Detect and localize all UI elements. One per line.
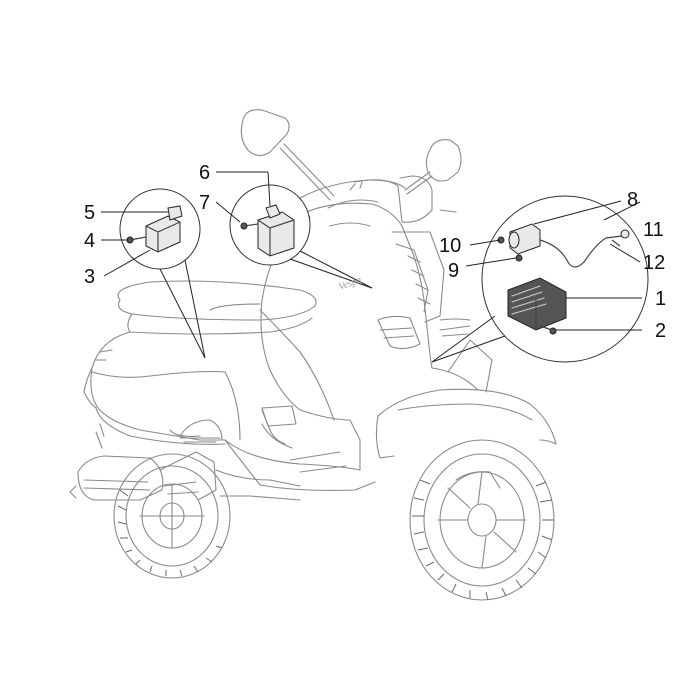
callout-number-9: 9 bbox=[448, 260, 459, 282]
callout-circle-right bbox=[431, 195, 649, 363]
callout-number-10: 10 bbox=[439, 235, 461, 257]
callout-circle-left bbox=[119, 188, 206, 359]
part-1-regulator bbox=[507, 277, 567, 331]
right-mirror bbox=[404, 139, 462, 195]
callout-number-12: 12 bbox=[643, 252, 665, 274]
callout-numbers: 5 4 3 6 7 8 10 9 11 12 1 2 bbox=[84, 162, 666, 342]
callout-number-3: 3 bbox=[84, 266, 95, 288]
part-2-screw bbox=[539, 325, 557, 335]
part-8-connector bbox=[508, 223, 623, 268]
part-12-terminal bbox=[611, 239, 621, 247]
callout-number-7: 7 bbox=[199, 192, 210, 214]
callout-number-4: 4 bbox=[84, 230, 95, 252]
callout-number-8: 8 bbox=[627, 189, 638, 211]
exhaust bbox=[69, 423, 301, 501]
part-11-cap bbox=[620, 229, 630, 239]
part-9-nut bbox=[515, 254, 523, 262]
callout-number-1: 1 bbox=[655, 288, 666, 310]
callout-circle-center bbox=[229, 184, 373, 289]
part-3-module bbox=[145, 215, 181, 253]
part-6-flasher bbox=[257, 211, 295, 257]
rear-body bbox=[83, 331, 241, 445]
callout-number-6: 6 bbox=[199, 162, 210, 184]
leader-lines bbox=[101, 171, 642, 331]
callout-number-5: 5 bbox=[84, 202, 95, 224]
handlebar bbox=[299, 175, 457, 223]
callout-number-2: 2 bbox=[655, 320, 666, 342]
front-fender bbox=[375, 339, 557, 459]
part-7-screw bbox=[240, 222, 259, 230]
body-panel bbox=[224, 299, 376, 491]
callout-number-11: 11 bbox=[643, 219, 664, 241]
left-mirror bbox=[240, 109, 335, 201]
seat bbox=[117, 280, 317, 335]
rear-wheel bbox=[113, 453, 231, 579]
part-5-clip bbox=[167, 205, 183, 221]
scooter-drawing bbox=[69, 109, 557, 601]
front-wheel bbox=[409, 439, 555, 601]
